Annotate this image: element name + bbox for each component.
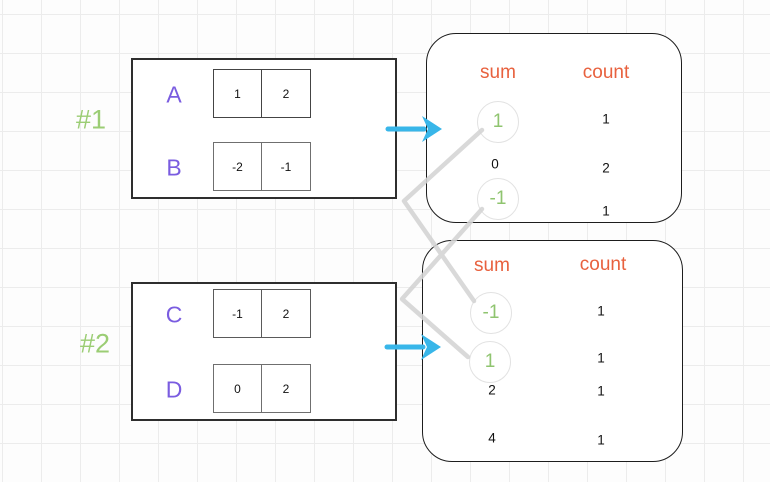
sum-header: sum [480, 62, 516, 83]
array-cell: 0 [213, 364, 262, 413]
sum-header: sum [474, 255, 510, 276]
array-C-cells: -1 2 [213, 289, 311, 338]
count-header: count [582, 62, 630, 83]
array-row-label-B: B [166, 154, 182, 181]
array-cell: 2 [262, 69, 311, 118]
sum-value: -1 [489, 188, 507, 209]
array-row-label-D: D [165, 376, 183, 403]
array-row-label-A: A [166, 81, 182, 108]
array-cell: 1 [213, 69, 262, 118]
count-header: count [579, 254, 627, 275]
array-row-label-C: C [165, 301, 183, 328]
sum-value: -1 [482, 302, 500, 323]
count-value: 1 [602, 203, 610, 219]
array-B-cells: -2 -1 [213, 142, 311, 191]
sum-value: 1 [484, 351, 496, 372]
sum-value: 2 [488, 382, 496, 398]
array-box-group-1: A 1 2 B -2 -1 [131, 58, 397, 199]
count-value: 2 [602, 160, 610, 176]
count-value: 1 [602, 111, 610, 127]
count-value: 1 [597, 432, 605, 448]
array-A-cells: 1 2 [213, 69, 311, 118]
count-value: 1 [597, 350, 605, 366]
group-2-label: #2 [79, 328, 111, 359]
array-D-cells: 0 2 [213, 364, 311, 413]
sum-value: 0 [491, 156, 499, 172]
sum-value: 1 [492, 111, 504, 132]
array-cell: -2 [213, 142, 262, 191]
array-cell: 2 [262, 364, 311, 413]
sum-value: 4 [488, 430, 496, 446]
group-1-label: #1 [75, 104, 107, 135]
array-cell: -1 [213, 289, 262, 338]
sum-count-table-1: sum count 1 1 0 2 -1 1 [426, 33, 682, 223]
count-value: 1 [597, 303, 605, 319]
array-cell: -1 [262, 142, 311, 191]
array-box-group-2: C -1 2 D 0 2 [131, 282, 397, 421]
sum-count-table-2: sum count -1 1 1 1 2 1 4 1 [422, 240, 683, 462]
array-cell: 2 [262, 289, 311, 338]
count-value: 1 [597, 383, 605, 399]
